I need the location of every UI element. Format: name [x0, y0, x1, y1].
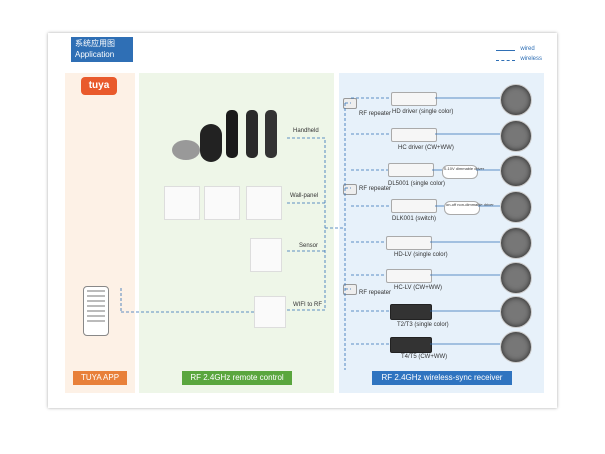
repeater-label: RF repeater	[359, 186, 392, 192]
app-column-label: TUYA APP	[73, 371, 127, 385]
repeater-label: RF repeater	[359, 111, 392, 117]
title-en: Application	[75, 50, 115, 59]
remote-round-icon	[200, 124, 222, 162]
legend: wired wireless	[496, 46, 542, 66]
driver-box-label: 0-10V dimmable driver	[444, 166, 485, 171]
receiver-label: HC driver (CW+WW)	[398, 145, 454, 151]
wall-panel-icon	[164, 186, 200, 220]
driver-icon	[386, 269, 432, 283]
sensor-icon	[250, 238, 282, 272]
driver-box-label: on-off non-dimmable driver	[446, 202, 494, 207]
legend-wired: wired	[496, 46, 542, 56]
repeater-icon	[343, 284, 357, 295]
receiver-label: T2/T3 (single color)	[397, 322, 449, 328]
rf-column-label: RF 2.4GHz remote control	[182, 371, 292, 385]
driver-icon	[390, 337, 432, 353]
driver-icon	[391, 128, 437, 142]
app-column: TUYA APP	[65, 73, 135, 393]
legend-wireless: wireless	[496, 56, 542, 66]
wall-panel-icon	[204, 186, 240, 220]
driver-box	[442, 165, 478, 179]
lamp-photo	[500, 262, 532, 294]
phone-icon	[83, 286, 109, 336]
receiver-label: T4/T5 (CW+WW)	[401, 354, 448, 360]
repeater-icon	[343, 184, 357, 195]
driver-icon	[386, 236, 432, 250]
remote-icon	[226, 110, 238, 158]
receiver-label: HD-LV (single color)	[394, 252, 448, 258]
wall-panel-icon	[246, 186, 282, 220]
driver-box	[444, 201, 480, 215]
title-box: 系统应用图 Application	[71, 37, 133, 62]
receiver-label: DL5001 (single color)	[388, 181, 446, 187]
lamp-photo	[500, 84, 532, 116]
repeater-icon	[343, 98, 357, 109]
receiver-column-label: RF 2.4GHz wireless-sync receiver	[372, 371, 512, 385]
title-zh: 系统应用图	[75, 39, 115, 48]
wall-panel-label: Wall-panel	[290, 193, 319, 199]
wifi-label: WIFI to RF	[293, 302, 322, 308]
remote-icon	[246, 110, 258, 158]
lamp-photo	[500, 331, 532, 363]
lamp-photo	[500, 120, 532, 152]
lamp-photo	[500, 227, 532, 259]
repeater-label: RF repeater	[359, 290, 392, 296]
receiver-label: HC-LV (CW+WW)	[394, 285, 443, 291]
lamp-photo	[500, 191, 532, 223]
receiver-label: DLK001 (switch)	[392, 216, 437, 222]
speaker-icon	[172, 140, 200, 160]
lamp-photo	[500, 155, 532, 187]
driver-icon	[390, 304, 432, 320]
handheld-label: Handheld	[293, 128, 319, 134]
tuya-logo: tuya	[81, 77, 117, 95]
receiver-label: HD driver (single color)	[392, 109, 454, 115]
rf-column: RF 2.4GHz remote control	[139, 73, 334, 393]
wifi-gateway-icon	[254, 296, 286, 328]
lamp-photo	[500, 296, 532, 328]
remote-icon	[265, 110, 277, 158]
driver-icon	[391, 92, 437, 106]
sensor-label: Sensor	[299, 243, 319, 249]
